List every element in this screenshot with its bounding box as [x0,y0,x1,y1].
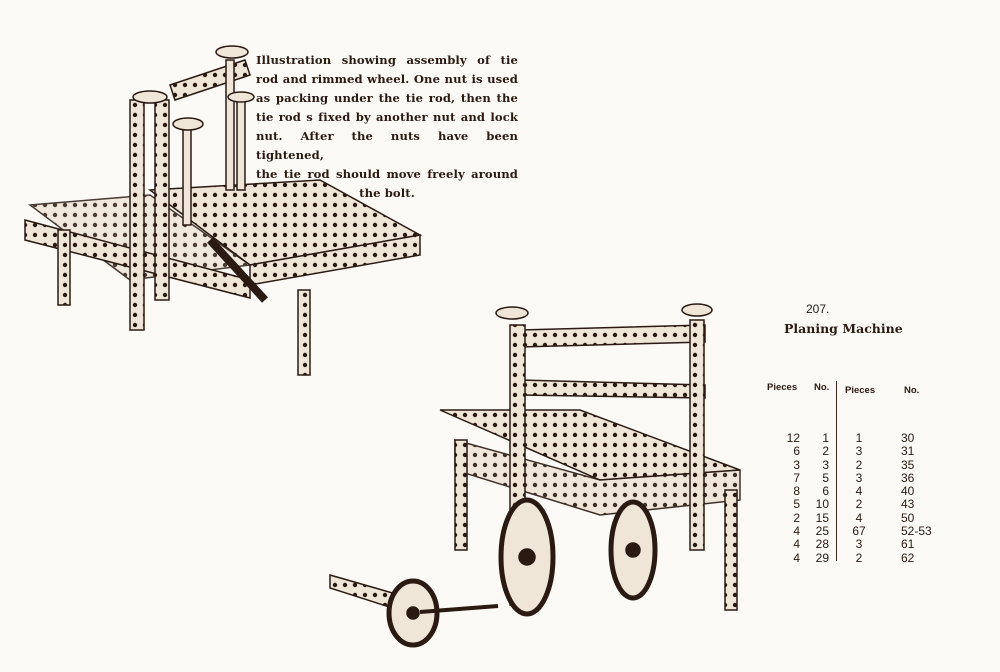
cell: 50 [901,510,915,525]
caption-line: as packing under the tie rod, then the [256,91,518,105]
caption-line: the bolt. [359,186,415,200]
cell: 2 [855,550,863,565]
cell: 4 [793,550,800,565]
cell: 6 [822,484,829,499]
cell: 1 [855,431,863,445]
model-title: Planing Machine [784,321,903,336]
cell: 25 [815,524,829,539]
column-divider [836,381,837,561]
cell: 3 [855,537,863,552]
header-no-right: No. [904,385,920,396]
caption-line: tie rod s fixed by another nut and lock [256,110,518,124]
cell: 6 [793,444,800,459]
header-no-left: No. [814,382,830,393]
model-number: 207. [806,302,830,316]
cell: 5 [793,497,800,512]
planing-machine-illustration [329,303,741,648]
caption-line: the tie rod should move freely around [256,167,518,181]
cell: 40 [901,484,915,499]
cell: 29 [815,550,829,565]
cell: 62 [901,550,915,565]
assembly-caption: Illustration showing assembly of tie rod… [256,51,518,203]
cell: 10 [815,497,829,512]
cell: 30 [901,431,915,445]
right-pieces-column: 1 3 2 3 4 2 4 67 3 2 [845,431,873,565]
cell: 31 [901,444,915,459]
cell: 8 [793,484,800,499]
cell: 2 [822,444,829,459]
cell: 3 [855,444,863,459]
tie-rod-assembly-illustration [24,45,423,376]
cell: 43 [901,497,915,512]
cell: 4 [793,524,800,539]
caption-line: nut. After the nuts have been tightened, [256,129,518,162]
cell: 3 [855,470,863,485]
left-no-column: 1 2 3 5 6 10 15 25 28 29 [800,431,829,565]
cell: 1 [822,431,829,445]
cell: 36 [901,470,915,485]
cell: 4 [855,484,863,499]
cell: 28 [815,537,829,552]
left-pieces-column: 12 6 3 7 8 5 2 4 4 4 [770,431,800,565]
cell: 4 [793,537,800,552]
cell: 61 [901,537,915,552]
caption-line: Illustration showing assembly of tie [256,53,518,67]
cell: 35 [901,457,915,472]
header-pieces-right: Pieces [845,385,876,396]
cell: 52-53 [901,524,932,539]
caption-line: rod and rimmed wheel. One nut is used [256,72,518,86]
cell: 2 [855,457,863,472]
cell: 3 [793,457,800,472]
cell: 5 [822,470,829,485]
cell: 4 [855,510,863,525]
cell: 3 [822,457,829,472]
cell: 2 [855,497,863,512]
cell: 7 [793,470,800,485]
cell: 15 [815,510,829,525]
right-no-column: 30 31 35 36 40 43 50 52-53 61 62 [901,431,951,565]
cell: 67 [852,524,866,539]
cell: 12 [786,431,800,445]
cell: 2 [793,510,800,525]
header-pieces-left: Pieces [767,382,798,393]
